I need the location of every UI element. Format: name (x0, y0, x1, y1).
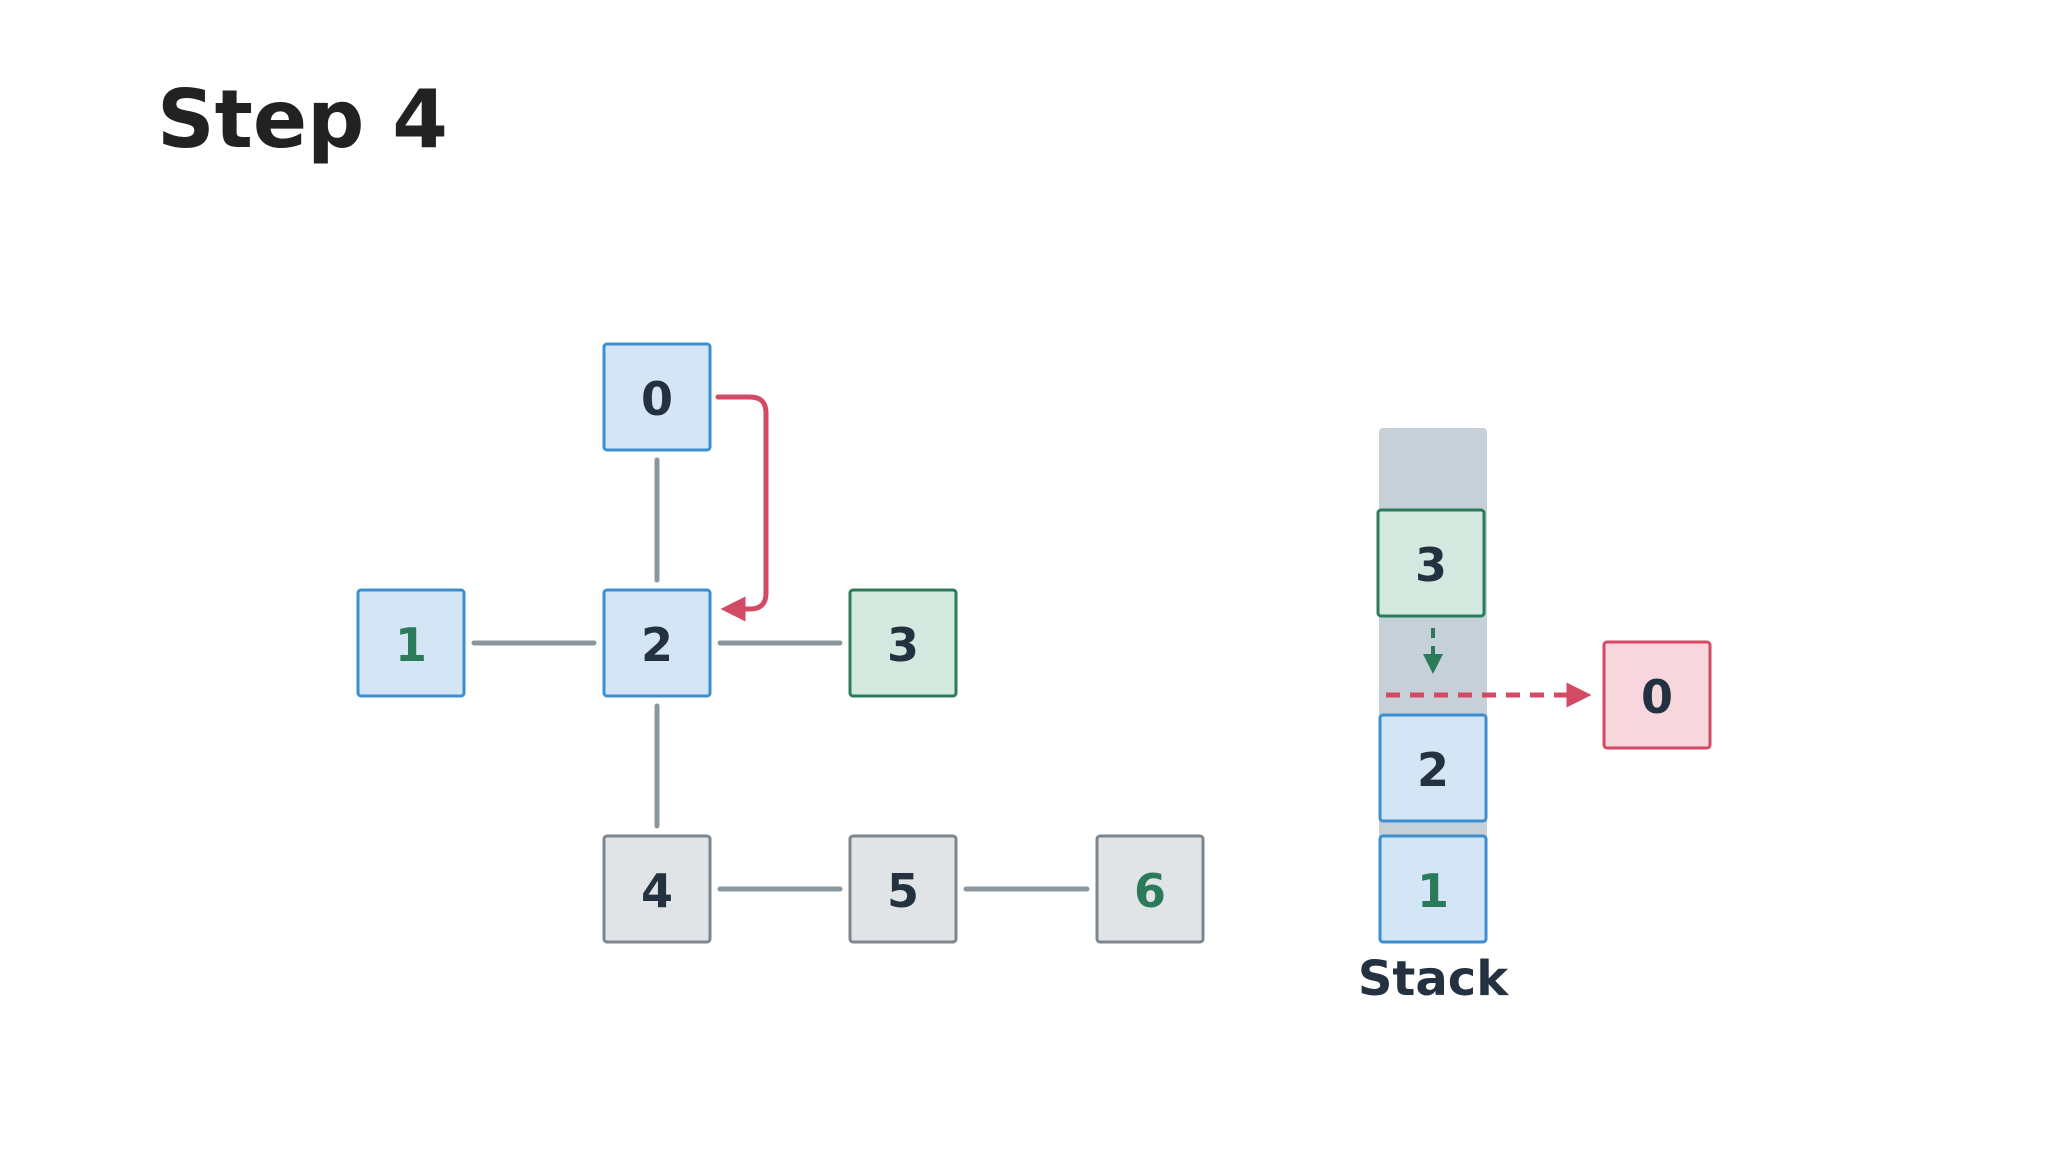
stack-caption: Stack (1358, 951, 1509, 1007)
graph-nodes: 0 1 2 3 4 5 6 (356, 342, 1205, 944)
graph-node-3-box (848, 588, 958, 698)
graph-node-4: 4 (602, 834, 712, 944)
popped-node-group: 0 (1602, 640, 1712, 750)
backtrack-arrow (715, 394, 769, 622)
graph-node-3-label: 3 (887, 618, 919, 672)
graph-node-6: 6 (1095, 834, 1205, 944)
graph-node-4-box (602, 834, 712, 944)
graph-node-5-box (848, 834, 958, 944)
page-title: Step 4 (157, 73, 448, 166)
graph-node-5-label: 5 (887, 864, 919, 918)
graph-node-0: 0 (602, 342, 712, 452)
graph-node-1-label: 1 (395, 618, 427, 672)
graph-node-6-box (1095, 834, 1205, 944)
graph-node-2-label: 2 (641, 618, 673, 672)
stack-item-0: 3 (1376, 508, 1486, 618)
popped-node-box (1602, 640, 1712, 750)
stack-item-2-box (1378, 834, 1488, 944)
popped-node: 0 (1602, 640, 1712, 750)
stack-item-1: 2 (1378, 713, 1488, 823)
stack-item-2: 1 (1378, 834, 1488, 944)
graph-node-5: 5 (848, 834, 958, 944)
graph-node-0-label: 0 (641, 372, 673, 426)
popped-node-label: 0 (1641, 670, 1673, 724)
stack-item-1-label: 2 (1417, 743, 1449, 797)
graph-node-2: 2 (602, 588, 712, 698)
stack-item-0-box (1376, 508, 1486, 618)
graph-node-1-box (356, 588, 466, 698)
graph-node-2-box (602, 588, 712, 698)
stack-item-0-label: 3 (1415, 538, 1447, 592)
graph-node-3: 3 (848, 588, 958, 698)
stack-item-1-box (1378, 713, 1488, 823)
graph-node-4-label: 4 (641, 864, 673, 918)
graph-node-1: 1 (356, 588, 466, 698)
backtrack-arrow-group (715, 394, 769, 622)
stack-arrows (1386, 628, 1592, 708)
stack-item-2-label: 1 (1417, 864, 1449, 918)
graph-node-0-box (602, 342, 712, 452)
graph-node-6-label: 6 (1134, 864, 1166, 918)
stack-items: 3 2 1 (1376, 508, 1488, 944)
graph-edges (471, 457, 1090, 892)
